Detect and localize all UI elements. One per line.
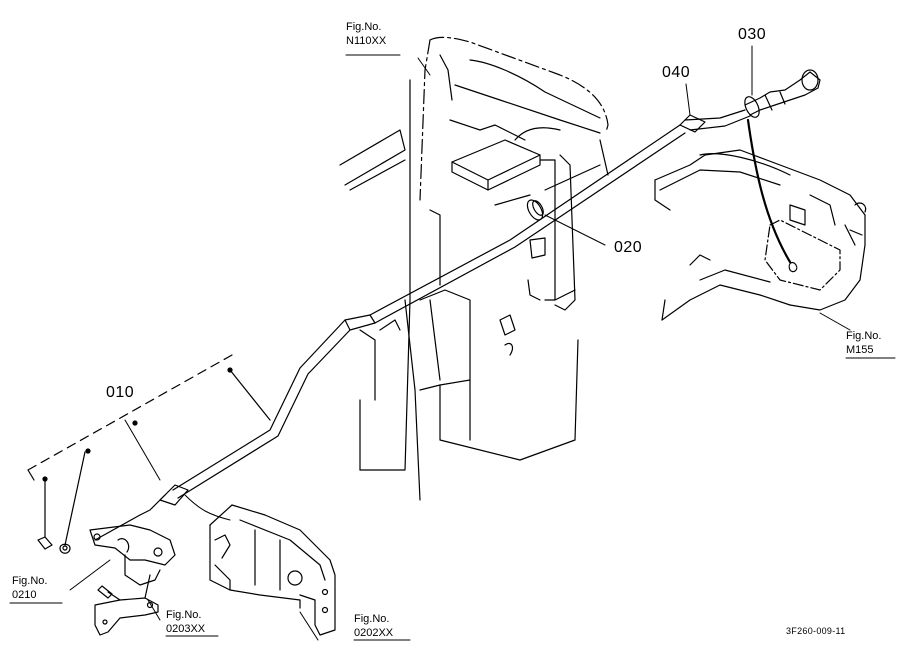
callout-040: 040 (662, 64, 691, 81)
leader-lines (9, 45, 896, 641)
control-cable (94, 69, 821, 541)
drawing-code: 3F260-009-11 (786, 626, 846, 636)
fig-ref-mid: Fig.No. 0203XX (166, 610, 205, 635)
callout-030: 030 (738, 26, 767, 43)
lever-parts (37, 451, 176, 636)
fig-ref-bottom-title: Fig.No. (354, 613, 390, 625)
fig-ref-bottom-code: 0202XX (354, 627, 394, 639)
fig-ref-top-code: N110XX (346, 35, 387, 47)
fig-ref-mid-code: 0203XX (166, 623, 206, 635)
right-panel-body (654, 149, 867, 321)
fig-ref-left: Fig.No. 0210 (12, 576, 47, 601)
fig-ref-top-title: Fig.No. (346, 21, 382, 33)
fig-ref-left-code: 0210 (12, 589, 37, 601)
callout-020: 020 (614, 239, 643, 256)
fig-ref-left-title: Fig.No. (12, 575, 48, 587)
fig-ref-right: Fig.No. M155 (846, 331, 881, 356)
fig-ref-right-code: M155 (846, 344, 874, 356)
bracket-assembly (209, 504, 336, 636)
callout-010: 010 (106, 384, 135, 401)
fig-ref-bottom: Fig.No. 0202XX (354, 614, 393, 639)
group-bracket (27, 354, 271, 482)
fig-ref-top: Fig.No. N110XX (346, 22, 386, 47)
cab-panel-body (339, 36, 609, 501)
fig-ref-right-title: Fig.No. (846, 330, 882, 342)
fig-ref-mid-title: Fig.No. (166, 609, 202, 621)
